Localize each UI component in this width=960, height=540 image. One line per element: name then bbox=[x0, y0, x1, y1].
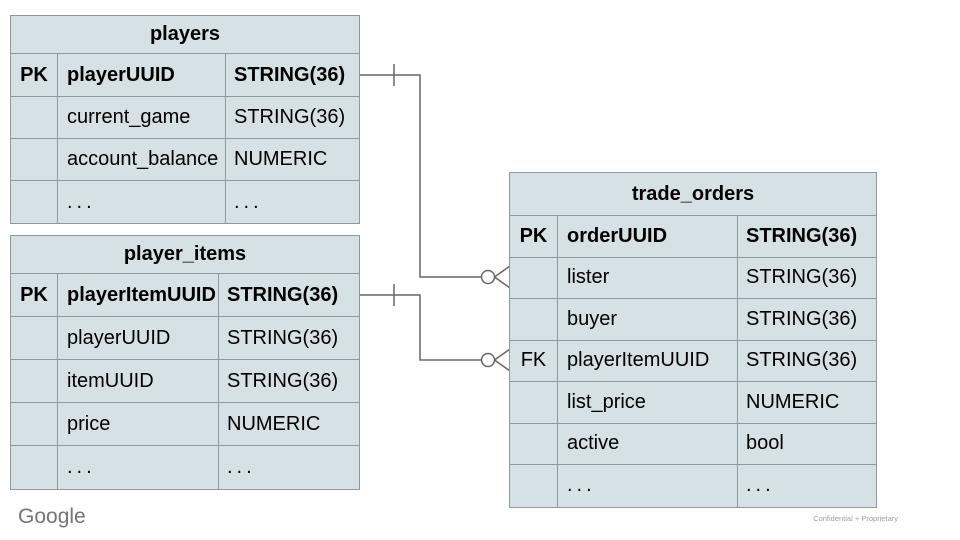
table-trade-orders: trade_orders PK orderUUID STRING(36) lis… bbox=[509, 172, 877, 508]
table-row: lister STRING(36) bbox=[510, 257, 876, 299]
connector-player-items-to-trade-orders bbox=[360, 284, 511, 372]
cell-field-name: active bbox=[558, 423, 738, 464]
table-row: FK playerItemUUID STRING(36) bbox=[510, 340, 876, 382]
table-row: account_balance NUMERIC bbox=[11, 139, 359, 181]
table-row: ... ... bbox=[510, 465, 876, 507]
cell-field-name: orderUUID bbox=[558, 216, 738, 257]
google-logo: Google bbox=[18, 505, 86, 528]
cell-key: PK bbox=[510, 216, 558, 257]
table-title: players bbox=[11, 16, 359, 54]
cell-field-name: price bbox=[58, 403, 219, 445]
cell-field-type: NUMERIC bbox=[746, 390, 840, 413]
cardinality-zero-circle-icon bbox=[480, 269, 496, 285]
cell-key bbox=[510, 465, 558, 507]
connector-line bbox=[360, 74, 481, 278]
cell-field-name: ... bbox=[58, 446, 219, 489]
cell-field-name: ... bbox=[58, 181, 226, 223]
table-row: buyer STRING(36) bbox=[510, 299, 876, 341]
table-row: PK playerItemUUID STRING(36) bbox=[11, 274, 359, 317]
cell-key bbox=[510, 299, 558, 340]
cell-key bbox=[11, 317, 58, 359]
cell-field-type: ... bbox=[746, 474, 775, 497]
cell-key bbox=[11, 446, 58, 489]
cell-field-name: current_game bbox=[58, 97, 226, 138]
table-row: PK orderUUID STRING(36) bbox=[510, 216, 876, 258]
cell-field-name: ... bbox=[558, 465, 738, 507]
cell-field-type: STRING(36) bbox=[234, 106, 346, 128]
cell-field-type: STRING(36) bbox=[227, 326, 339, 349]
table-row: PK playerUUID STRING(36) bbox=[11, 54, 359, 97]
table-row: price NUMERIC bbox=[11, 403, 359, 446]
table-row: ... ... bbox=[11, 446, 359, 489]
cell-field-name: playerItemUUID bbox=[58, 274, 219, 316]
cell-field-type: STRING(36) bbox=[234, 63, 346, 86]
cell-field-type: STRING(36) bbox=[227, 283, 339, 306]
table-title: trade_orders bbox=[510, 173, 876, 216]
cell-key bbox=[510, 257, 558, 298]
connector-players-to-trade-orders bbox=[360, 64, 511, 289]
cell-key bbox=[510, 423, 558, 464]
cell-field-name: list_price bbox=[558, 382, 738, 423]
cell-key bbox=[11, 139, 58, 180]
cell-key bbox=[510, 382, 558, 423]
cell-field-type: STRING(36) bbox=[746, 307, 858, 330]
cell-key bbox=[11, 360, 58, 402]
table-title: player_items bbox=[11, 236, 359, 274]
table-row: playerUUID STRING(36) bbox=[11, 317, 359, 360]
cell-field-type: STRING(36) bbox=[746, 266, 858, 289]
cardinality-many-crowfoot-icon bbox=[494, 348, 511, 372]
connector-line bbox=[360, 294, 481, 361]
cell-field-name: itemUUID bbox=[58, 360, 219, 402]
table-row: list_price NUMERIC bbox=[510, 382, 876, 424]
table-players: players PK playerUUID STRING(36) current… bbox=[10, 15, 360, 224]
table-player-items: player_items PK playerItemUUID STRING(36… bbox=[10, 235, 360, 490]
cell-field-type: bool bbox=[746, 432, 784, 455]
cell-field-type: NUMERIC bbox=[234, 148, 328, 170]
cell-field-name: playerUUID bbox=[58, 54, 226, 96]
cell-key: PK bbox=[11, 54, 58, 96]
cell-field-type: NUMERIC bbox=[227, 412, 321, 435]
cell-key: PK bbox=[11, 274, 58, 316]
table-row: ... ... bbox=[11, 181, 359, 223]
cell-field-name: account_balance bbox=[58, 139, 226, 180]
cell-key bbox=[11, 403, 58, 445]
cell-field-name: lister bbox=[558, 257, 738, 298]
cell-field-name: buyer bbox=[558, 299, 738, 340]
cell-field-type: ... bbox=[234, 190, 263, 213]
table-row: current_game STRING(36) bbox=[11, 97, 359, 139]
cell-field-type: STRING(36) bbox=[746, 349, 858, 372]
cell-field-type: STRING(36) bbox=[746, 224, 858, 247]
cell-key bbox=[11, 181, 58, 223]
table-row: itemUUID STRING(36) bbox=[11, 360, 359, 403]
cardinality-zero-circle-icon bbox=[480, 352, 496, 368]
cardinality-many-crowfoot-icon bbox=[494, 265, 511, 289]
table-row: active bool bbox=[510, 423, 876, 465]
cell-key bbox=[11, 97, 58, 138]
cell-key: FK bbox=[510, 340, 558, 381]
cell-field-name: playerItemUUID bbox=[558, 340, 738, 381]
cell-field-type: STRING(36) bbox=[227, 369, 339, 392]
cell-field-type: ... bbox=[227, 456, 256, 478]
classification-text: Confidential + Proprietary bbox=[813, 514, 898, 523]
cell-field-name: playerUUID bbox=[58, 317, 219, 359]
